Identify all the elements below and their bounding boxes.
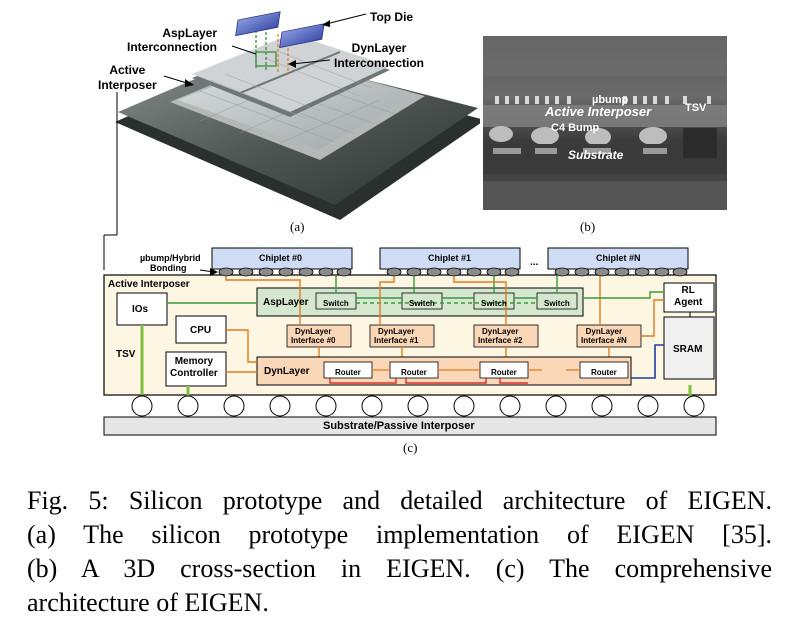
- panel-c-diagram: [103, 92, 717, 436]
- switch-1: [401, 292, 443, 310]
- router-n-label: Router: [591, 368, 617, 377]
- panel-a-photo: [115, 11, 480, 220]
- rl-agent-box: [663, 282, 715, 313]
- panel-b-label: (b): [580, 219, 596, 234]
- chiplet-ellipsis: ...: [530, 257, 539, 268]
- caption-line-3: (b) A 3D cross-section in EIGEN. (c) The…: [27, 554, 772, 583]
- top-die-label: Top Die: [370, 10, 414, 24]
- substrate-label-b: Substrate: [568, 148, 624, 162]
- bonding-label: Bonding: [150, 263, 187, 273]
- active-interposer-label-b: Active Interposer: [545, 104, 652, 119]
- rl-agent-label: RL Agent: [674, 285, 703, 308]
- dynlayer-interface-2-label: DynLayer Interface #2: [478, 327, 523, 345]
- asplayer-label: AspLayer: [263, 297, 309, 308]
- sram-box: [663, 316, 715, 380]
- router-0-label: Router: [335, 368, 361, 377]
- ios-label: IOs: [132, 304, 149, 315]
- caption-line-2: (a) The silicon prototype implementation…: [27, 520, 772, 549]
- asplayer-interconnection-label: AspLayer Interconnection: [127, 26, 218, 54]
- dynlayer-interface-1-label: DynLayer Interface #1: [374, 327, 419, 345]
- top-die-right: [279, 23, 325, 49]
- panel-c-label: (c): [403, 440, 418, 455]
- substrate-label-c: Substrate/Passive Interposer: [323, 420, 475, 432]
- router-2-label: Router: [491, 368, 517, 377]
- active-interposer-label-a: Active Interposer: [98, 63, 157, 92]
- panel-b-photo: [483, 36, 727, 210]
- switch-n-label: Switch: [544, 299, 570, 308]
- memory-controller-box: [165, 351, 227, 387]
- ubump-label-b: µbump: [592, 94, 629, 106]
- c4-bump-label: C4 Bump: [551, 122, 600, 134]
- dynlayer-interconnection-label: DynLayer Interconnection: [334, 41, 425, 70]
- ios-box: [116, 292, 168, 326]
- dynlayer-box: [256, 356, 632, 386]
- chiplet-1-label: Chiplet #1: [428, 253, 472, 263]
- memory-controller-label: Memory Controller: [170, 356, 218, 379]
- panel-a-label: (a): [290, 219, 305, 234]
- ubump-hybrid-label: µbump/Hybrid: [140, 253, 201, 263]
- chiplet-n-label: Chiplet #N: [596, 253, 641, 263]
- sram-label: SRAM: [673, 344, 703, 355]
- cpu-box: [175, 315, 227, 344]
- dynlayer-label: DynLayer: [264, 366, 310, 377]
- caption-line-4: architecture of EIGEN.: [27, 588, 269, 617]
- dynlayer-interface-0-label: DynLayer Interface #0: [291, 327, 336, 345]
- caption-line-1: Fig. 5: Silicon prototype and detailed a…: [27, 486, 772, 515]
- figure-caption: Fig. 5: Silicon prototype and detailed a…: [27, 484, 772, 620]
- router-1-label: Router: [401, 368, 427, 377]
- active-interposer-label-c: Active Interposer: [108, 279, 190, 290]
- top-die-left: [235, 11, 281, 37]
- substrate-box: [103, 416, 717, 436]
- tsv-label-c: TSV: [116, 349, 136, 360]
- dynlayer-interface-n-label: DynLayer Interface #N: [581, 327, 627, 345]
- switch-1-label: Switch: [409, 299, 435, 308]
- switch-0-label: Switch: [323, 299, 349, 308]
- chiplet-0-label: Chiplet #0: [259, 253, 303, 263]
- tsv-label-b: TSV: [685, 102, 707, 114]
- switch-2-label: Switch: [481, 299, 507, 308]
- cpu-label: CPU: [190, 325, 212, 336]
